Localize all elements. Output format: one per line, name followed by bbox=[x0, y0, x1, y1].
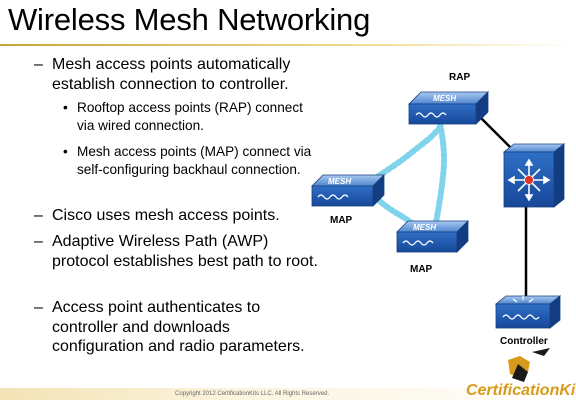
map-bottom-mesh-text: MESH bbox=[413, 223, 436, 232]
bullet-text: Access point authenticates to controller… bbox=[52, 299, 305, 355]
title-rule bbox=[0, 44, 576, 46]
rap-side-face bbox=[475, 91, 489, 125]
controller-side-face bbox=[549, 295, 561, 329]
switch-center-dot bbox=[524, 175, 534, 185]
controller-antenna-icon bbox=[512, 296, 534, 303]
map-left-side-face bbox=[372, 174, 385, 207]
map-left-wave-icon bbox=[317, 194, 349, 200]
dot-marker: • bbox=[63, 100, 68, 115]
rap-label: RAP bbox=[449, 72, 470, 83]
map-left-mesh-text: MESH bbox=[328, 177, 351, 186]
rap-front-face bbox=[408, 103, 477, 125]
dot-marker: • bbox=[63, 144, 68, 159]
controller-front-face bbox=[495, 303, 551, 329]
rap-wave-icon bbox=[415, 112, 447, 118]
map-bottom-wave-icon bbox=[402, 240, 434, 246]
logo-text: CertificationKits bbox=[466, 382, 576, 399]
footer-copyright: Copyright 2012 CertificationKits LLC. Al… bbox=[175, 391, 330, 397]
map-left-access-point: MESH MAP bbox=[311, 174, 385, 226]
wireless-link-map-left-rap bbox=[369, 122, 445, 183]
controller-wave-icon bbox=[502, 314, 540, 320]
dash-marker: – bbox=[34, 207, 43, 224]
slide-title: Wireless Mesh Networking bbox=[8, 2, 371, 37]
bullet-text: Mesh access points automatically establi… bbox=[52, 56, 291, 93]
rap-mesh-text: MESH bbox=[433, 94, 456, 103]
bullet-text: Cisco uses mesh access points. bbox=[52, 207, 280, 224]
map-left-label: MAP bbox=[330, 215, 353, 226]
sub-bullet-text: Rooftop access points (RAP) connect via … bbox=[77, 100, 303, 133]
switch bbox=[502, 143, 566, 208]
bullet-text: Adaptive Wireless Path (AWP) protocol es… bbox=[52, 233, 318, 270]
wireless-link-rap-map-bottom bbox=[433, 121, 447, 225]
controller-top-face bbox=[494, 295, 562, 305]
rap-access-point: MESH RAP bbox=[408, 72, 489, 125]
map-bottom-front-face bbox=[396, 231, 458, 253]
certificationkits-logo-icon bbox=[508, 348, 550, 382]
map-bottom-side-face bbox=[456, 220, 469, 253]
controller: Controller bbox=[494, 295, 562, 347]
switch-side-face bbox=[553, 143, 565, 208]
sub-bullet-text: Mesh access points (MAP) connect via sel… bbox=[77, 144, 312, 177]
dash-marker: – bbox=[34, 56, 43, 73]
controller-label: Controller bbox=[500, 336, 548, 347]
map-bottom-label: MAP bbox=[410, 264, 433, 275]
dash-marker: – bbox=[34, 299, 43, 316]
map-bottom-access-point: MESH MAP bbox=[396, 220, 469, 275]
footer-band bbox=[0, 388, 576, 400]
dash-marker: – bbox=[34, 233, 43, 250]
